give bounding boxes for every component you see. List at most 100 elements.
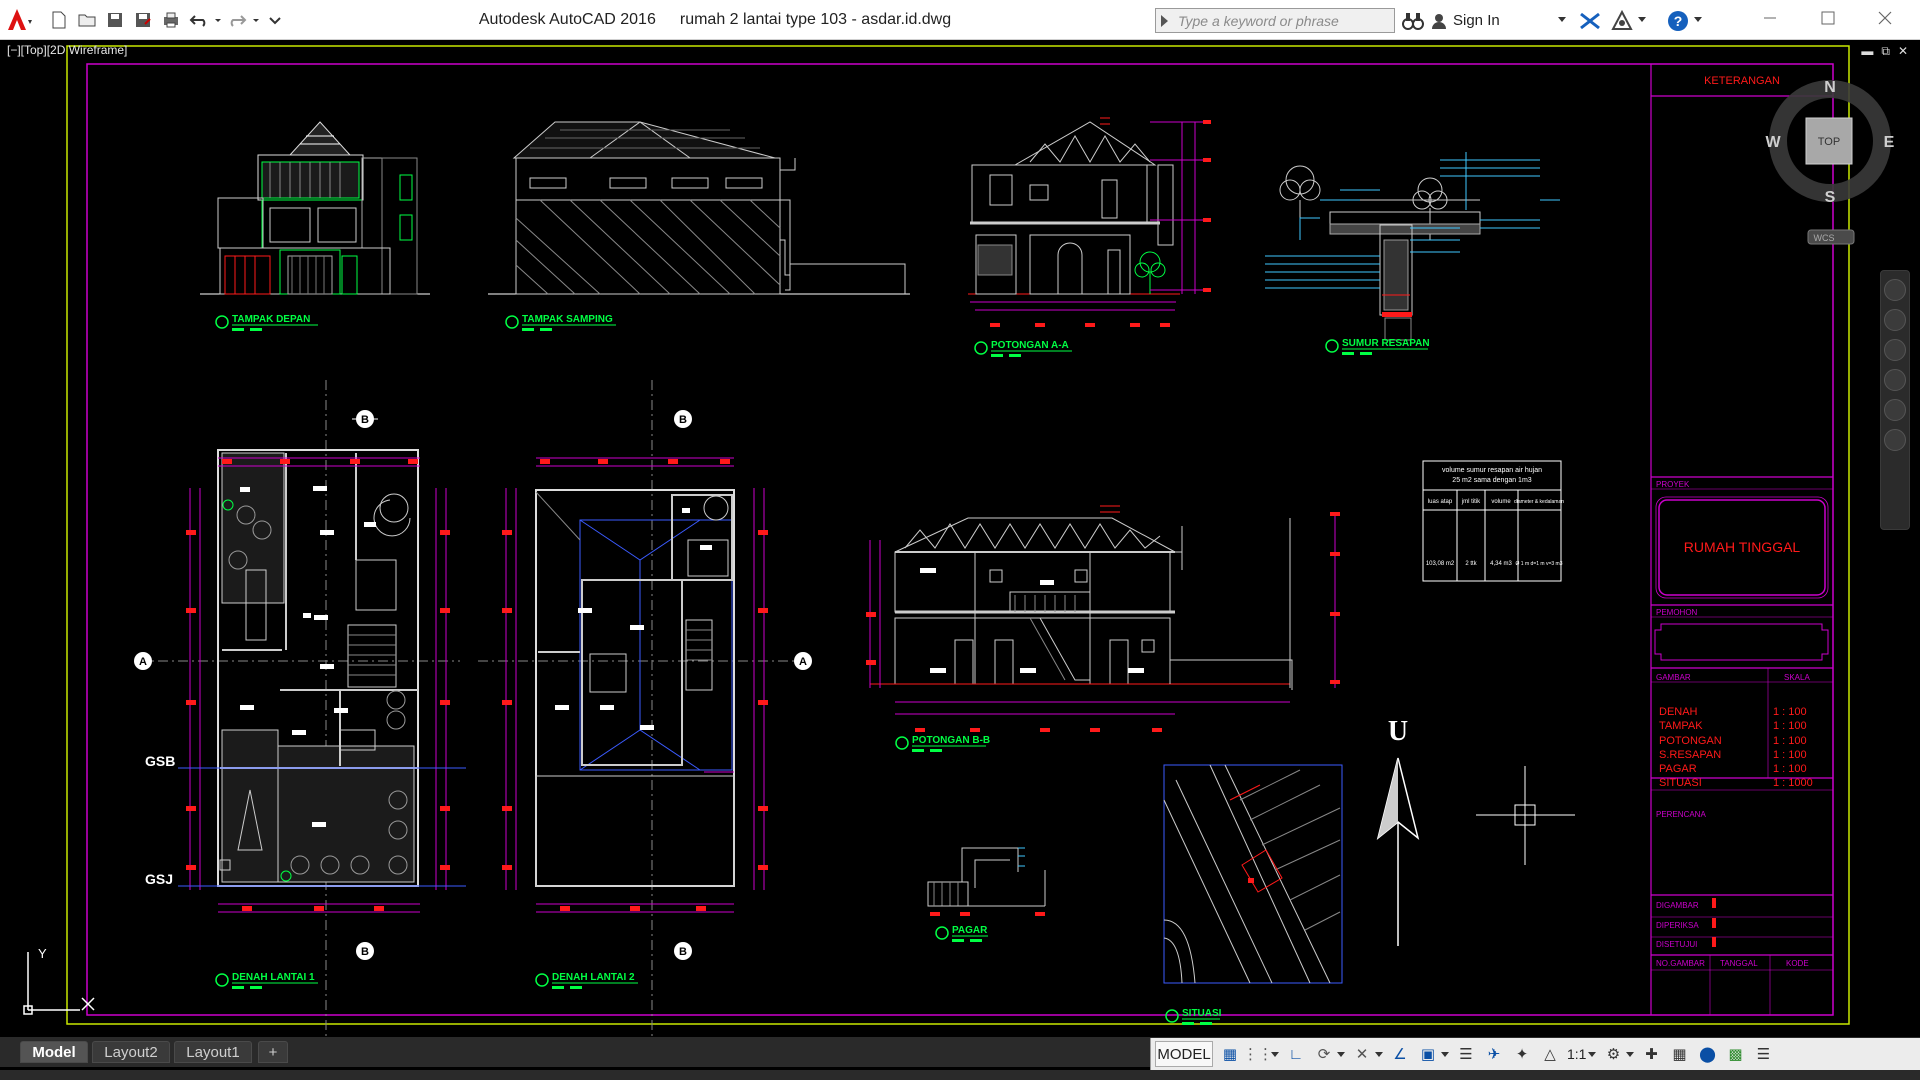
annotation-visibility-icon[interactable]: ✈ xyxy=(1487,1046,1501,1063)
object-snap-tracking-icon[interactable]: ∠ xyxy=(1393,1046,1407,1063)
annotation-scale-value[interactable]: 1:1 xyxy=(1567,1046,1587,1062)
object-snap-icon[interactable]: ▣ xyxy=(1420,1046,1436,1063)
fence-red-ticks xyxy=(930,912,1045,916)
search-expand-icon[interactable] xyxy=(1161,15,1168,27)
hardware-acceleration-icon[interactable]: ⬤ xyxy=(1699,1046,1716,1063)
close-button[interactable] xyxy=(1860,0,1910,36)
help-dropdown-caret-icon[interactable] xyxy=(1694,17,1702,22)
tab-layout2[interactable]: Layout2 xyxy=(92,1041,170,1063)
section-bb-title: POTONGAN B-B xyxy=(895,735,990,752)
snap-icon[interactable]: ⋮⋮ xyxy=(1243,1046,1273,1063)
viewcube-east[interactable]: E xyxy=(1884,134,1895,151)
tb-perencana-label: PERENCANA xyxy=(1656,810,1706,819)
floor-plan-2-white-labels xyxy=(555,508,712,730)
save-as-button[interactable] xyxy=(130,7,156,33)
isodraft-icon[interactable]: ✕ xyxy=(1355,1046,1369,1063)
well-table-cell-diameter: Ø 1 m d=1 m v=3 m3 xyxy=(1516,561,1563,567)
annotation-scale-icon[interactable]: △ xyxy=(1544,1046,1556,1063)
scale-dropdown-caret-icon[interactable] xyxy=(1588,1051,1597,1057)
new-layout-button[interactable]: + xyxy=(258,1041,288,1063)
model-space-button[interactable]: MODEL xyxy=(1155,1041,1213,1067)
plot-button[interactable] xyxy=(158,7,184,33)
customize-qat-button[interactable] xyxy=(262,7,288,33)
status-bar: MODEL ▦ ⋮⋮ ∟ ⟳ ✕ ∠ ▣ ☰ ✈ ✦ △ 1:1 ⚙ ✚ ▦ ⬤… xyxy=(1150,1038,1920,1070)
title-block-text: KETERANGAN PROYEK RUMAH TINGGAL PEMOHON … xyxy=(1656,75,1813,968)
drawing-canvas[interactable]: TAMPAK DEPAN xyxy=(0,40,1920,1037)
autocad-logo-icon[interactable] xyxy=(4,6,34,34)
sign-in-button[interactable]: Sign In xyxy=(1430,8,1500,33)
viewport-close-icon[interactable]: ✕ xyxy=(1897,44,1908,58)
undo-icon xyxy=(189,15,206,27)
save-icon xyxy=(108,13,122,27)
isodraft-dropdown-caret-icon[interactable] xyxy=(1375,1051,1383,1057)
svg-text:Y: Y xyxy=(38,946,47,961)
open-file-button[interactable] xyxy=(74,7,100,33)
steering-wheel-icon[interactable] xyxy=(1884,279,1906,301)
orbit-icon[interactable] xyxy=(1884,369,1906,391)
zoom-icon[interactable] xyxy=(1884,339,1906,361)
a360-icon[interactable] xyxy=(1610,9,1634,33)
isolate-objects-icon[interactable]: ▦ xyxy=(1672,1046,1687,1063)
osnap-dropdown-caret-icon[interactable] xyxy=(1441,1051,1449,1057)
well-table-title-2: 25 m2 sama dengan 1m3 xyxy=(1452,477,1531,484)
grid-icon[interactable]: ▦ xyxy=(1222,1046,1238,1063)
tb-sheet-scale-4: 1 : 100 xyxy=(1773,749,1807,761)
exchange-apps-icon[interactable] xyxy=(1578,9,1602,33)
label-tampak-samping: TAMPAK SAMPING xyxy=(522,314,613,325)
well-detail xyxy=(1265,152,1560,341)
tab-model[interactable]: Model xyxy=(20,1041,88,1063)
minimize-button[interactable] xyxy=(1745,0,1795,36)
viewcube-west[interactable]: W xyxy=(1765,134,1781,151)
undo-dropdown-caret-icon[interactable] xyxy=(214,10,222,30)
binoculars-icon[interactable] xyxy=(1402,10,1424,32)
tb-digambar: DIGAMBAR xyxy=(1656,901,1699,910)
viewcube-south[interactable]: S xyxy=(1825,189,1836,206)
sign-in-dropdown-caret-icon[interactable] xyxy=(1558,17,1566,22)
pan-icon[interactable] xyxy=(1884,309,1906,331)
a360-dropdown-caret-icon[interactable] xyxy=(1638,17,1646,22)
plus-annotate-icon[interactable]: ✚ xyxy=(1645,1046,1658,1063)
floor-plan-2-red-ticks xyxy=(502,459,768,911)
polar-dropdown-caret-icon[interactable] xyxy=(1337,1051,1345,1057)
tb-sheet-name-1: DENAH xyxy=(1659,706,1698,718)
viewport-minimize-icon[interactable]: ▬ xyxy=(1861,44,1874,58)
tab-layout1[interactable]: Layout1 xyxy=(174,1041,252,1063)
search-input[interactable]: Type a keyword or phrase xyxy=(1155,8,1395,33)
drawing-viewport[interactable]: TAMPAK DEPAN xyxy=(0,40,1920,1037)
floor-plan-2-markers: B B A xyxy=(674,410,812,960)
workspace-gear-icon[interactable]: ⚙ xyxy=(1606,1046,1621,1063)
ucs-menu-button[interactable] xyxy=(1807,229,1855,245)
clean-screen-icon[interactable]: ▩ xyxy=(1728,1046,1743,1063)
navbar-menu-icon[interactable] xyxy=(1884,429,1906,451)
north-arrow-label: U xyxy=(1388,716,1408,747)
auto-scale-icon[interactable]: ✦ xyxy=(1515,1046,1529,1063)
new-file-button[interactable] xyxy=(46,7,72,33)
polar-tracking-icon[interactable]: ⟳ xyxy=(1317,1046,1331,1063)
redo-button[interactable] xyxy=(224,7,250,33)
tb-disetujui: DISETUJUI xyxy=(1656,940,1697,949)
lineweight-icon[interactable]: ☰ xyxy=(1459,1046,1473,1063)
site-title: SITUASI xyxy=(1165,1008,1222,1025)
ortho-icon[interactable]: ∟ xyxy=(1288,1045,1304,1063)
snap-dropdown-caret-icon[interactable] xyxy=(1271,1051,1279,1057)
maximize-button[interactable] xyxy=(1803,0,1853,36)
app-name: Autodesk AutoCAD 2016 xyxy=(478,11,656,28)
help-icon[interactable]: ? xyxy=(1666,9,1690,33)
well-table-cell-luas: 103,08 m2 xyxy=(1426,561,1455,567)
showmotion-icon[interactable] xyxy=(1884,399,1906,421)
save-button[interactable] xyxy=(102,7,128,33)
section-aa-red-ticks xyxy=(990,120,1211,327)
floor-plan-2-title: DENAH LANTAI 2 xyxy=(535,972,638,989)
outer-sheet-frame xyxy=(66,45,1850,1025)
viewcube-north[interactable]: N xyxy=(1824,79,1836,96)
viewport-restore-icon[interactable]: ⧉ xyxy=(1881,44,1890,58)
workspace-dropdown-caret-icon[interactable] xyxy=(1626,1051,1635,1057)
tb-sheet-scale-3: 1 : 100 xyxy=(1773,735,1807,747)
viewport-controls-label[interactable]: [−][Top][2D Wireframe] xyxy=(7,43,128,57)
customization-icon[interactable]: ☰ xyxy=(1756,1046,1771,1063)
well-table-header-luas: luas atap xyxy=(1428,499,1453,505)
viewcube-top-face[interactable] xyxy=(1805,117,1853,165)
undo-button[interactable] xyxy=(186,7,212,33)
redo-dropdown-caret-icon[interactable] xyxy=(252,10,260,30)
viewcube[interactable]: TOP N S E W WCS xyxy=(1765,79,1895,245)
